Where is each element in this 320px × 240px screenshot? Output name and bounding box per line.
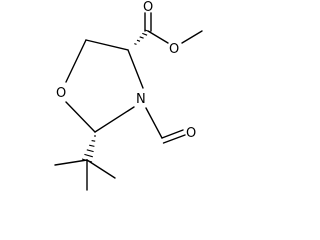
ring-nitrogen-label: N — [136, 92, 146, 107]
hashed-wedge-bond-c4 — [134, 29, 151, 45]
ring-oxygen-label: O — [56, 86, 66, 101]
bond-c5-c4 — [85, 39, 129, 51]
oxazolidine-ring — [65, 39, 144, 133]
tbu-methyl-left — [54, 159, 88, 166]
ester-o-methyl-bond — [181, 30, 203, 44]
ester-c-o-bond — [147, 30, 169, 44]
tbu-methyl-right — [86, 159, 116, 179]
chemical-structure: O N O O O — [54, 0, 203, 191]
n-formyl-bond — [145, 107, 163, 139]
bond-n3-c4 — [127, 49, 144, 89]
formyl-oxygen-label: O — [186, 126, 196, 141]
tert-butyl-group — [54, 159, 116, 191]
methyl-ester-group — [144, 12, 203, 44]
formyl-carbonyl-bond-2 — [162, 134, 186, 144]
bond-c5-o1 — [65, 39, 87, 83]
formyl-carbonyl-bond-1 — [161, 129, 184, 139]
ester-oxygen-label: O — [169, 42, 179, 57]
bond-o1-c2 — [65, 101, 96, 133]
formyl-group — [145, 107, 186, 144]
carbonyl-oxygen-label: O — [143, 0, 153, 15]
bond-c2-n3 — [94, 106, 135, 133]
hashed-wedge-bond-c2 — [81, 135, 96, 163]
